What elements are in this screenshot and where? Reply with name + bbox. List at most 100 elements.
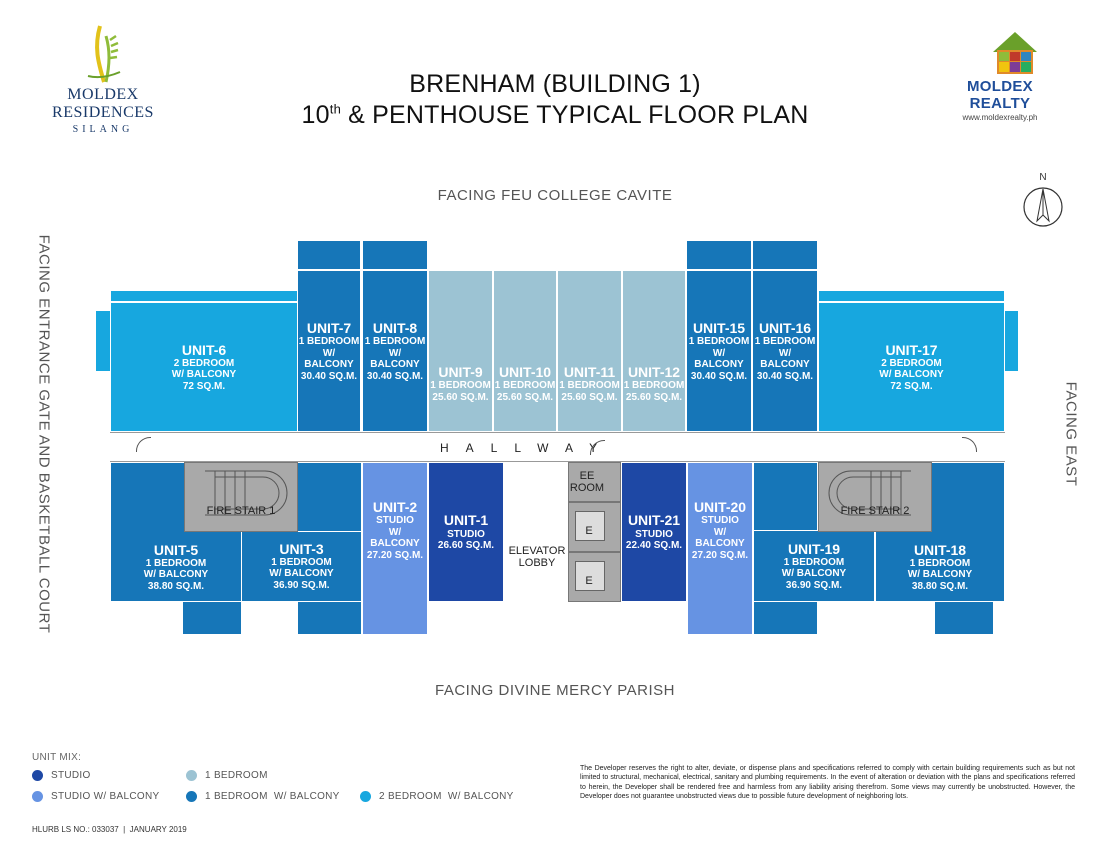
elevator-2-label: E [585, 575, 593, 587]
legend-item-1-bedroom: 1 BEDROOM [186, 770, 268, 781]
unit-6[interactable]: UNIT-6 2 BEDROOM W/ BALCONY 72 SQ.M. [110, 302, 298, 432]
unit-type: STUDIO W/ BALCONY [695, 515, 745, 550]
unit-8[interactable]: UNIT-8 1 BEDROOM W/ BALCONY 30.40 SQ.M. [362, 270, 428, 432]
legend-item-studio: STUDIO [32, 770, 91, 781]
legend-label: 1 BEDROOM W/ BALCONY [205, 791, 340, 802]
fire-stair-1 [184, 462, 298, 532]
unit-name: UNIT-5 [153, 541, 199, 558]
hlurb-license: HLURB LS NO.: 033037 | JANUARY 2019 [32, 825, 187, 834]
brand-location: SILANG [72, 124, 134, 135]
unit-8-balcony [362, 240, 428, 270]
moldex-realty-logo [990, 30, 1040, 76]
unit-9[interactable]: UNIT-9 1 BEDROOM 25.60 SQ.M. [428, 270, 493, 432]
unit-19-balcony [753, 601, 818, 635]
ee-room [568, 462, 621, 502]
unit-17-balcony [818, 290, 1005, 302]
unit-2[interactable]: UNIT-2 STUDIO W/ BALCONY 27.20 SQ.M. [362, 462, 428, 635]
unit-7[interactable]: UNIT-7 1 BEDROOM W/ BALCONY 30.40 SQ.M. [297, 270, 361, 432]
unit-name: UNIT-11 [563, 363, 616, 380]
unit-area: 25.60 SQ.M. [496, 391, 554, 403]
unit-area: 30.40 SQ.M. [366, 370, 424, 382]
unit-area: 72 SQ.M. [182, 380, 226, 392]
unit-10[interactable]: UNIT-10 1 BEDROOM 25.60 SQ.M. [493, 270, 557, 432]
unit-12[interactable]: UNIT-12 1 BEDROOM 25.60 SQ.M. [622, 270, 686, 432]
unit-19[interactable]: UNIT-19 1 BEDROOM W/ BALCONY 36.90 SQ.M. [753, 530, 875, 602]
unit-20[interactable]: UNIT-20 STUDIO W/ BALCONY 27.20 SQ.M. [687, 462, 753, 635]
elevator-box [575, 561, 605, 591]
unit-1[interactable]: UNIT-1 STUDIO 26.60 SQ.M. [428, 462, 504, 602]
unit-type: 1 BEDROOM [430, 380, 491, 391]
moldex-residences-logo [80, 22, 130, 84]
fire-stair-1-label: FIRE STAIR 1 [206, 505, 276, 517]
unit-21[interactable]: UNIT-21 STUDIO 22.40 SQ.M. [621, 462, 687, 602]
fire-stair-2-label: FIRE STAIR 2 [840, 505, 910, 517]
compass-icon [1023, 187, 1063, 227]
legend-swatch [186, 770, 197, 781]
unit-area: 30.40 SQ.M. [300, 370, 358, 382]
unit-11[interactable]: UNIT-11 1 BEDROOM 25.60 SQ.M. [557, 270, 622, 432]
unit-15[interactable]: UNIT-15 1 BEDROOM W/ BALCONY 30.40 SQ.M. [686, 270, 752, 432]
title-line-2: & PENTHOUSE TYPICAL FLOOR PLAN [341, 101, 809, 129]
hallway-label: HALLWAY [440, 441, 615, 455]
north-compass: N [1021, 172, 1065, 232]
unit-name: UNIT-1 [443, 512, 489, 529]
leaf-logo-icon [87, 25, 121, 83]
house-logo-icon [993, 32, 1037, 74]
disclaimer-text: The Developer reserves the right to alte… [580, 765, 1075, 801]
title-line-1: BRENHAM (BUILDING 1) [409, 70, 701, 98]
facing-north-label: FACING FEU COLLEGE CAVITE [437, 187, 673, 204]
fire-stair-2 [818, 462, 932, 532]
elevator-1-label: E [585, 525, 593, 537]
stair-icon [205, 470, 288, 516]
elevator-2 [568, 552, 621, 602]
unit-name: UNIT-21 [627, 512, 681, 529]
unit-type: 1 BEDROOM W/ BALCONY [754, 336, 816, 371]
unit-area: 38.80 SQ.M. [147, 580, 205, 592]
legend-label: STUDIO [51, 770, 91, 781]
unit-area: 25.60 SQ.M. [625, 391, 683, 403]
unit-name: UNIT-16 [758, 319, 812, 336]
unit-name: UNIT-2 [372, 499, 418, 515]
moldex-realty-wordmark: MOLDEX REALTY www.moldexrealty.ph [940, 78, 1060, 122]
legend-label: 1 BEDROOM [205, 770, 268, 781]
unit-type: 1 BEDROOM W/ BALCONY [364, 336, 426, 371]
unit-area: 25.60 SQ.M. [561, 391, 618, 403]
facing-south-label: FACING DIVINE MERCY PARISH [435, 682, 675, 699]
unit-17[interactable]: UNIT-17 2 BEDROOM W/ BALCONY 72 SQ.M. [818, 302, 1005, 432]
unit-7-balcony [297, 240, 361, 270]
unit-type: 1 BEDROOM W/ BALCONY [688, 336, 750, 371]
unit-5-balcony [182, 601, 242, 635]
legend-label: 2 BEDROOM W/ BALCONY [379, 791, 514, 802]
elevator-lobby-label: ELEVATOR LOBBY [508, 545, 566, 570]
unit-name: UNIT-3 [279, 540, 324, 557]
unit-area: 30.40 SQ.M. [756, 370, 814, 382]
page-title: BRENHAM (BUILDING 1) [0, 70, 1110, 99]
page-subtitle: 10th & PENTHOUSE TYPICAL FLOOR PLAN [0, 101, 1110, 130]
unit-name: UNIT-8 [372, 319, 418, 336]
unit-name: UNIT-10 [498, 363, 552, 380]
title-floor-number: 10 [301, 101, 330, 129]
legend-item-1-bedroom-balcony: 1 BEDROOM W/ BALCONY [186, 791, 340, 802]
unit-type: 1 BEDROOM W/ BALCONY [143, 557, 209, 581]
unit-type: 1 BEDROOM W/ BALCONY [298, 336, 360, 371]
unit-area: 27.20 SQ.M. [366, 549, 424, 561]
unit-area: 30.40 SQ.M. [690, 370, 748, 382]
unit-type: STUDIO [447, 528, 485, 540]
unit-type: 1 BEDROOM W/ BALCONY [269, 556, 334, 580]
unit-16[interactable]: UNIT-16 1 BEDROOM W/ BALCONY 30.40 SQ.M. [752, 270, 818, 432]
title-ordinal: th [329, 101, 342, 117]
unit-type: 1 BEDROOM W/ BALCONY [907, 557, 973, 581]
compass-label: N [1039, 172, 1047, 183]
unit-name: UNIT-7 [306, 319, 352, 336]
unit-15-balcony [686, 240, 752, 270]
brand-name: MOLDEX RESIDENCES [52, 86, 154, 121]
unit-type: 2 BEDROOM W/ BALCONY [879, 357, 944, 381]
legend-heading: UNIT MIX: [32, 752, 82, 763]
unit-area: 38.80 SQ.M. [911, 580, 969, 592]
unit-area: 36.90 SQ.M. [273, 579, 330, 591]
ee-room-label: EE ROOM [569, 470, 605, 495]
moldex-residences-wordmark: MOLDEX RESIDENCES SILANG [18, 86, 188, 135]
unit-3[interactable]: UNIT-3 1 BEDROOM W/ BALCONY 36.90 SQ.M. [241, 530, 362, 602]
unit-type: 1 BEDROOM [494, 380, 556, 391]
